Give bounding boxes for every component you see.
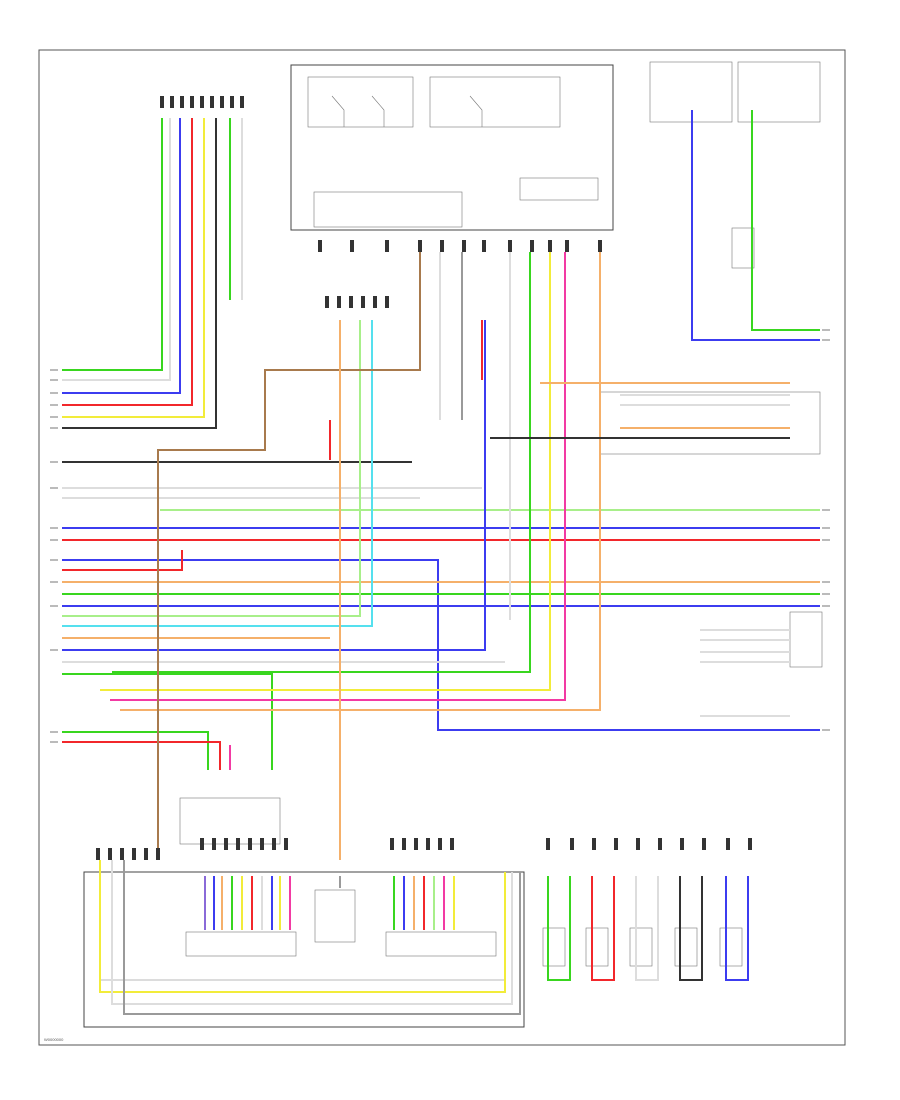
bottom-connector-module [83,797,525,1028]
horizontal-wire-runs [62,252,820,770]
footer-code: W0000000 [44,1037,64,1042]
top-left-wire-bundle [62,118,243,429]
bottom-module-wires [99,860,521,1015]
right-side-components [599,61,823,668]
connector-pins-top [160,96,602,308]
switch-module-wires [157,252,511,860]
connector-pins-bottom [96,838,752,860]
right-top-wires [691,110,820,341]
left-terminal-ticks [50,369,58,743]
switch-module [290,64,614,231]
right-terminal-ticks [822,329,830,731]
diagram-frame [38,49,846,1046]
right-mid-wires [490,382,790,717]
right-lower-components [542,927,743,967]
bottom-right-loops [547,876,749,981]
